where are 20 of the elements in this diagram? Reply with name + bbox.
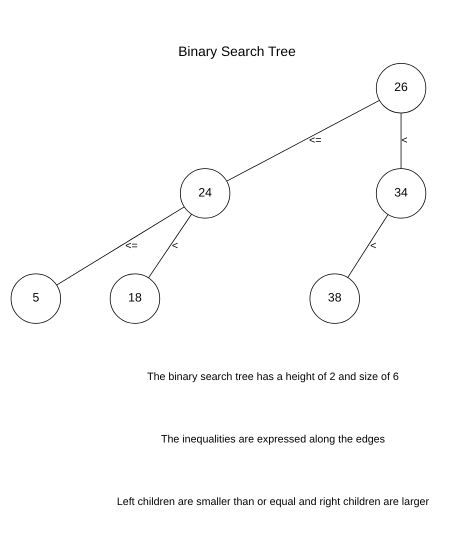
node-circle: 26 <box>376 62 426 113</box>
edge-label: <= <box>125 239 138 252</box>
node-circle: 34 <box>376 168 426 218</box>
connector <box>347 214 388 278</box>
node-circle: 18 <box>110 272 160 324</box>
node-circle: 5 <box>10 272 61 324</box>
node-circle: 24 <box>180 168 230 218</box>
label: The inequalities are expressed along the edges <box>160 432 385 445</box>
edge-label: < <box>401 134 408 146</box>
diagram-title: Binary Search Tree <box>178 44 296 59</box>
node-circle: 38 <box>310 272 360 324</box>
connector <box>226 100 380 181</box>
edge-label: < <box>370 239 376 252</box>
connector <box>400 112 402 168</box>
label: Left children are smaller than or equal and right children are larger <box>116 496 430 508</box>
edge-label: < <box>172 239 178 252</box>
connector <box>148 214 192 278</box>
label: The binary search tree has a height of 2 and size of 6 <box>147 370 399 382</box>
edge-label: <= <box>309 134 322 146</box>
connector <box>56 206 184 285</box>
